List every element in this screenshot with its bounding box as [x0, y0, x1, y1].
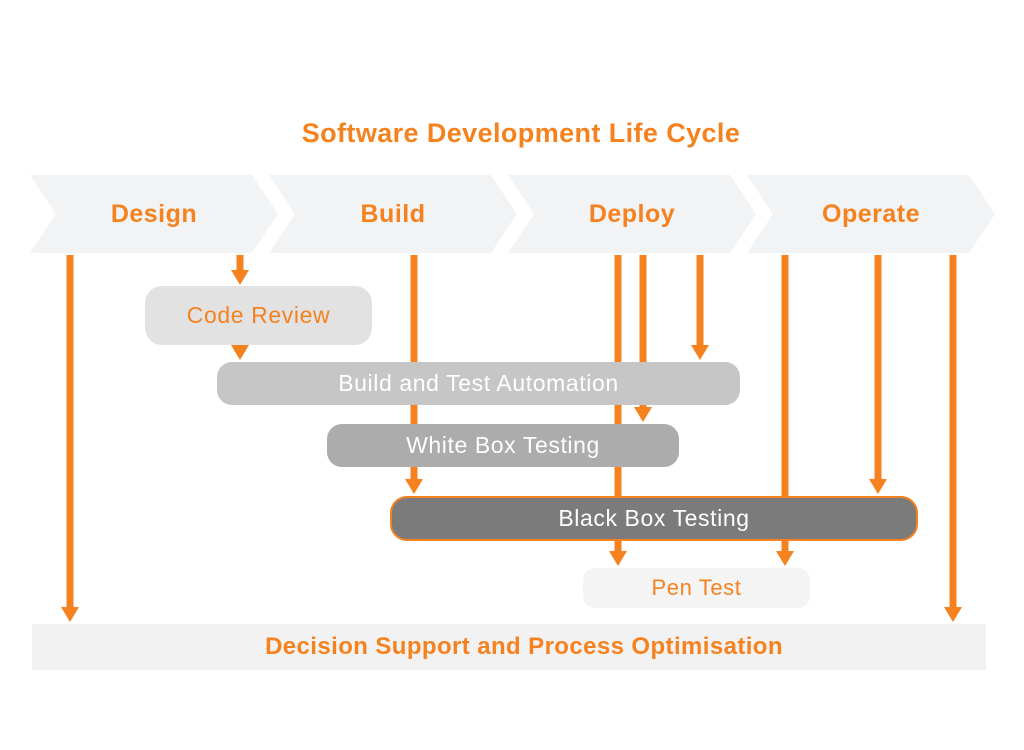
- flow-arrow-head: [61, 607, 79, 622]
- phase-operate: Operate: [747, 175, 995, 253]
- practice-white-box-testing-label: White Box Testing: [406, 432, 600, 458]
- practice-black-box-testing-label: Black Box Testing: [558, 505, 750, 531]
- practice-code-review: Code Review: [145, 286, 372, 345]
- practice-white-box-testing: White Box Testing: [327, 424, 679, 467]
- practice-build-test-automation: Build and Test Automation: [217, 362, 740, 405]
- practice-build-test-automation-label: Build and Test Automation: [338, 370, 619, 396]
- footer-label: Decision Support and Process Optimisatio…: [265, 633, 783, 660]
- flow-arrow-line: [874, 255, 882, 481]
- flow-arrow-line: [781, 255, 789, 553]
- practice-black-box-testing: Black Box Testing: [390, 496, 918, 541]
- flow-arrow-line: [66, 255, 74, 609]
- flow-arrow-head: [869, 479, 887, 494]
- phase-design-label: Design: [110, 199, 198, 228]
- practice-code-review-label: Code Review: [186, 302, 331, 328]
- phase-deploy: Deploy: [508, 175, 756, 253]
- phase-build: Build: [269, 175, 517, 253]
- flow-arrow-head: [691, 345, 709, 360]
- flow-arrow-head: [231, 270, 249, 285]
- flow-arrow-head: [609, 551, 627, 566]
- flow-arrow-head: [405, 479, 423, 494]
- flow-arrow-head: [634, 407, 652, 422]
- practice-pen-test-label: Pen Test: [651, 575, 742, 600]
- flow-arrow-head: [776, 551, 794, 566]
- flow-arrow-line: [949, 255, 957, 609]
- flow-arrow-line: [639, 255, 647, 409]
- flow-arrow-head: [944, 607, 962, 622]
- phase-deploy-label: Deploy: [588, 199, 676, 228]
- diagram-title: Software Development Life Cycle: [301, 118, 741, 148]
- practice-pen-test: Pen Test: [583, 568, 810, 608]
- phase-build-label: Build: [360, 199, 426, 228]
- flow-arrow-line: [236, 255, 244, 272]
- phase-operate-label: Operate: [822, 199, 920, 228]
- flow-arrow-line: [696, 255, 704, 347]
- phase-design: Design: [30, 175, 278, 253]
- flow-arrow-head: [231, 345, 249, 360]
- footer-bar: Decision Support and Process Optimisatio…: [32, 624, 986, 670]
